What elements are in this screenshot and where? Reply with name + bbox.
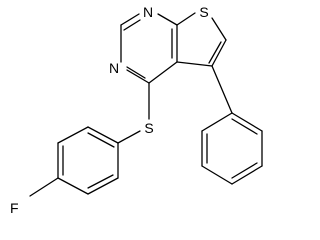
atom-label-s-thioether: S [144,120,153,136]
bond [87,177,119,195]
bond [120,13,140,26]
bond [211,65,233,114]
bond [231,165,263,185]
bond [87,126,119,144]
atom-label-n-top: N [143,4,153,20]
molecule-structure: N N S S F [10,4,263,216]
bond [126,66,146,79]
bond [87,174,114,189]
atom-label-n-left: N [109,60,119,76]
bond [148,61,178,84]
bond [29,177,59,197]
bond [123,19,141,31]
bond [231,162,258,179]
bond [231,112,263,132]
structure-canvas: N N S S F [10,4,263,216]
bond [208,41,222,64]
bond [176,61,213,67]
bond [57,177,89,195]
bond [211,39,227,67]
bond [126,69,150,84]
bond [57,126,89,144]
bond [211,17,227,41]
bond [231,118,258,135]
bond [201,112,233,132]
bond [87,132,115,148]
bond [176,12,196,26]
atom-label-s-thiophene: S [199,4,208,20]
bond [117,130,141,144]
bond [157,13,178,26]
atom-label-fluorine: F [10,200,19,216]
bond [201,165,233,185]
